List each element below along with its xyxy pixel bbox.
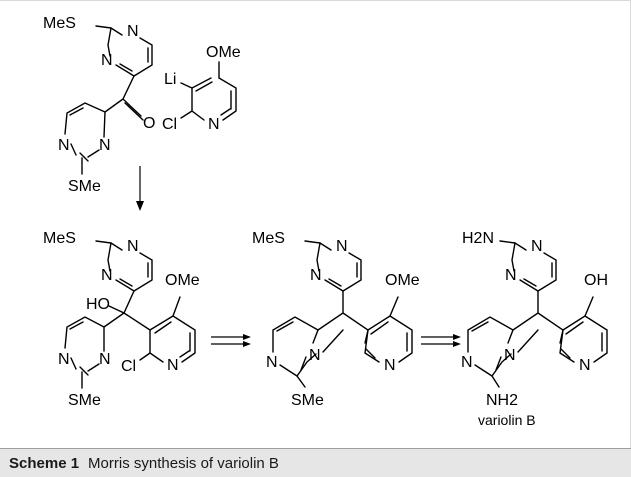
- variolin-n-ring-left: N: [461, 354, 473, 371]
- alcohol-n-top: N: [127, 238, 139, 255]
- variolin-n-top: N: [531, 238, 543, 255]
- ketone-bottom-n-left: N: [58, 137, 70, 154]
- scheme-caption: Scheme 1 Morris synthesis of variolin B: [0, 448, 631, 477]
- tricycle-n-ring-left: N: [266, 354, 278, 371]
- reaction-scheme: MeS N N O N N SMe OMe Li Cl N MeS: [0, 0, 631, 448]
- tricycle-sme-bond: [296, 375, 306, 388]
- variolin-oh-bond: [584, 296, 594, 317]
- tricycle-core-bonds: [312, 290, 369, 353]
- variolin-b-compound: H2N N N OH N N N NH2 variolin B: [461, 230, 608, 428]
- variolin-top-ring-double: [523, 262, 553, 287]
- lithiopyridine-cl-bond: [180, 110, 193, 119]
- variolin-top-ring-bonds: [511, 242, 557, 292]
- variolin-oh-label: OH: [584, 272, 608, 289]
- caption-text: Morris synthesis of variolin B: [88, 454, 279, 472]
- lithiopyridine-ring-bonds: [191, 77, 237, 121]
- arrow-step-2-head-a: [243, 334, 251, 340]
- lithiopyridine-li-label: Li: [164, 71, 176, 88]
- alcohol-sme-label: SMe: [68, 392, 101, 409]
- tricycle-n-left: N: [310, 267, 322, 284]
- alcohol-pyridine-bonds: [149, 315, 196, 363]
- arrow-step-3-head-a: [453, 334, 461, 340]
- variolin-n-bridge: N: [504, 347, 516, 364]
- variolin-nh2-bottom-bond: [491, 375, 500, 388]
- ketone-bottom-n-right: N: [99, 137, 111, 154]
- arrow-step-3-head-b: [453, 341, 461, 347]
- lithiopyridine-n-label: N: [208, 116, 220, 133]
- ketone-bottom-ring-double: [69, 107, 89, 162]
- arrow-step-3: [421, 334, 461, 347]
- alcohol-top-ring-double: [119, 262, 149, 287]
- alcohol-compound: MeS N N HO OMe N N Cl N SMe: [43, 230, 200, 409]
- alcohol-mes-label: MeS: [43, 230, 76, 247]
- variolin-nh2-label: NH2: [486, 392, 518, 409]
- ketone-top-ring-double: [119, 47, 149, 72]
- tricycle-sme-label: SMe: [291, 392, 324, 409]
- ketone-o-label: O: [143, 115, 155, 132]
- lithiopyridine-li-bond: [180, 82, 193, 89]
- lithiopyridine-ome-label: OMe: [206, 44, 241, 61]
- variolin-h2n-label: H2N: [462, 230, 494, 247]
- tricycle-right-ring-double: [365, 321, 408, 359]
- lithiopyridine-cl-label: Cl: [162, 116, 177, 133]
- arrow-step-1-head: [136, 201, 144, 211]
- tricycle-top-ring-double: [328, 262, 358, 287]
- ketone-top-ring-bonds: [107, 27, 153, 77]
- lithiopyridine-compound: OMe Li Cl N: [162, 44, 241, 133]
- arrow-step-2-head-b: [243, 341, 251, 347]
- tricycle-left-ring-double: [276, 321, 307, 371]
- ketone-mes-label: MeS: [43, 15, 76, 32]
- alcohol-ome-label: OMe: [165, 272, 200, 289]
- lithiopyridine-ring-double: [195, 81, 232, 116]
- alcohol-bottom-ring-bonds: [64, 316, 105, 372]
- tricycle-mes-label: MeS: [252, 230, 285, 247]
- ketone-sme-label: SMe: [68, 178, 101, 195]
- ketone-bottom-ring-bonds: [64, 102, 106, 158]
- variolin-left-ring-double: [471, 321, 502, 371]
- tricycle-mes-bond: [304, 240, 321, 244]
- alcohol-bottom-n-left: N: [58, 351, 70, 368]
- alcohol-bottom-ring-double: [69, 321, 89, 376]
- tricycle-right-ring-bonds: [364, 315, 413, 363]
- tricycle-n-pyridine: N: [384, 357, 396, 374]
- alcohol-cl-label: Cl: [121, 358, 136, 375]
- alcohol-n-left: N: [101, 267, 113, 284]
- tricycle-top-ring-bonds: [316, 242, 362, 292]
- ketone-link-bonds: [104, 75, 144, 121]
- alcohol-cl-bond: [139, 352, 151, 361]
- alcohol-pyridine-n: N: [167, 357, 179, 374]
- alcohol-top-ring-bonds: [107, 242, 153, 292]
- alcohol-pyridine-double: [154, 321, 191, 358]
- ketone-n-left: N: [101, 52, 113, 69]
- alcohol-ome-bond: [172, 296, 181, 317]
- ketone-mes-bond: [95, 25, 112, 29]
- variolin-nh2-top-bond: [499, 240, 516, 244]
- tricycle-n-bridge: N: [309, 347, 321, 364]
- variolin-right-ring-double: [560, 321, 603, 359]
- tricycle-ome-label: OMe: [385, 272, 420, 289]
- variolin-n-pyridine: N: [579, 357, 591, 374]
- tricycle-ome-bond: [389, 296, 399, 317]
- alcohol-mes-bond: [95, 240, 112, 244]
- variolin-n-left: N: [505, 267, 517, 284]
- caption-label: Scheme 1: [9, 454, 80, 472]
- tricycle-compound: MeS N N OMe N N N SMe: [252, 230, 420, 409]
- variolin-name-label: variolin B: [478, 412, 536, 428]
- arrow-step-2: [211, 334, 251, 347]
- alcohol-center-bonds: [103, 290, 151, 331]
- alcohol-ho-label: HO: [86, 296, 110, 313]
- ketone-n-top: N: [127, 23, 139, 40]
- tricycle-n-top: N: [336, 238, 348, 255]
- variolin-right-ring-bonds: [559, 315, 608, 363]
- variolin-core-bonds: [507, 290, 564, 353]
- alcohol-bottom-n-right: N: [99, 351, 111, 368]
- arrow-step-1: [136, 166, 144, 211]
- ketone-compound: MeS N N O N N SMe: [43, 15, 155, 195]
